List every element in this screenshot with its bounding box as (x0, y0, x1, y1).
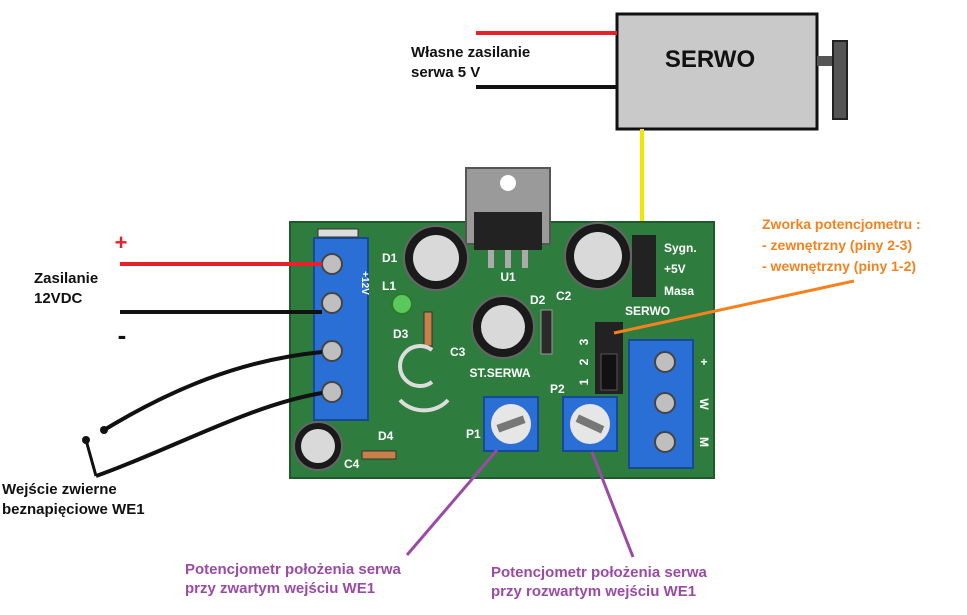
servo-body (615, 12, 819, 131)
input-switch-terminal (100, 426, 108, 434)
capacitor-c3-top (481, 305, 525, 349)
input-label-2: beznapięciowe WE1 (2, 501, 145, 518)
input-switch-contact (84, 439, 98, 477)
jumper-note-opt1: - zewnętrzny (piny 2-3) (762, 237, 912, 253)
pcb-label-c2: C2 (556, 289, 572, 303)
terminal-screw (654, 431, 676, 453)
terminal-screw (321, 253, 343, 275)
pot1-note-2: przy zwartym wejściu WE1 (185, 580, 375, 597)
led-l1 (391, 293, 413, 315)
input-switch-terminal (82, 436, 90, 444)
pcb-label-pin2: 2 (577, 358, 591, 365)
pcb-label-12v: +12V (359, 271, 370, 295)
regulator-pin (522, 250, 528, 268)
pcb-label-p2: P2 (550, 382, 565, 396)
input-wire-1 (102, 350, 323, 432)
supply-minus-sign: - (118, 320, 127, 350)
servo-header (632, 235, 656, 297)
pcb-label-5v: +5V (664, 262, 686, 276)
pcb-label-p1: P1 (466, 427, 481, 441)
pot1-pointer-line (405, 449, 499, 556)
pcb-label-l1: L1 (382, 279, 396, 293)
pcb-label-d1: D1 (382, 251, 398, 265)
pcb-label-sygn: Sygn. (664, 241, 697, 255)
pcb-label-t-w: W (697, 398, 711, 410)
pcb-label-u1: U1 (500, 270, 516, 284)
capacitor-c1-top (413, 235, 459, 281)
pcb-label-t-m: M (697, 437, 711, 447)
terminal-screw (321, 381, 343, 403)
pcb-board: U1 +12V D1 L1 D3 C3 ST.SERWA D2 (289, 167, 715, 479)
terminal-screw (654, 351, 676, 373)
potentiometer-p1-slot (496, 415, 526, 433)
terminal-screw (321, 340, 343, 362)
ce-mark-curve (398, 398, 450, 413)
pcb-label-st-serwa: ST.SERWA (469, 366, 530, 380)
capacitor-c4-top (301, 429, 335, 463)
pcb-label-masa: Masa (664, 284, 694, 298)
pcb-label-pin3: 3 (577, 338, 591, 345)
pot1-note-1: Potencjometr położenia serwa (185, 561, 402, 578)
terminal-screws-left (321, 253, 343, 403)
diode-d1 (317, 228, 359, 238)
supply-plus-sign: + (115, 230, 128, 255)
supply-label-1: Zasilanie (34, 270, 98, 287)
supply-label-2: 12VDC (34, 290, 83, 307)
pot2-pointer-line (590, 451, 635, 558)
jumper-cap (600, 353, 618, 391)
pcb-label-c3: C3 (450, 345, 466, 359)
servo-power-label-2: serwa 5 V (411, 64, 480, 81)
input-wire-2 (95, 391, 323, 478)
regulator-hole (500, 175, 516, 191)
jumper-note-opt2: - wewnętrzny (piny 1-2) (762, 258, 916, 274)
pcb-label-c4: C4 (344, 457, 360, 471)
pcb-label-d4: D4 (378, 429, 394, 443)
ce-mark (398, 344, 434, 388)
pot2-note-2: przy rozwartym wejściu WE1 (491, 583, 696, 600)
jumper-note-title: Zworka potencjometru : (762, 216, 921, 232)
servo-horn (832, 40, 848, 120)
diode-d3 (423, 311, 433, 347)
jumper-pointer-line (613, 279, 855, 335)
diode-d2 (540, 309, 553, 355)
diode-d4 (361, 450, 397, 460)
terminal-screw (321, 292, 343, 314)
servo-shaft (817, 56, 835, 66)
pcb-label-d2: D2 (530, 293, 546, 307)
input-label-1: Wejście zwierne (2, 481, 117, 498)
regulator-pin (488, 250, 494, 268)
potentiometer-p2-slot (575, 414, 605, 434)
servo-power-label-1: Własne zasilanie (411, 44, 530, 61)
servo-motor: SERWO (615, 12, 848, 131)
pot2-note-1: Potencjometr położenia serwa (491, 564, 708, 581)
regulator-body (474, 212, 542, 250)
pcb-label-pin1: 1 (577, 378, 591, 385)
pcb-label-t-plus: + (700, 355, 707, 369)
servo-label: SERWO (665, 46, 755, 73)
capacitor-c2-top (574, 232, 622, 280)
pcb-label-d3: D3 (393, 327, 409, 341)
regulator-pin (505, 250, 511, 268)
terminal-screw (654, 392, 676, 414)
pcb-label-serwo: SERWO (625, 304, 670, 318)
